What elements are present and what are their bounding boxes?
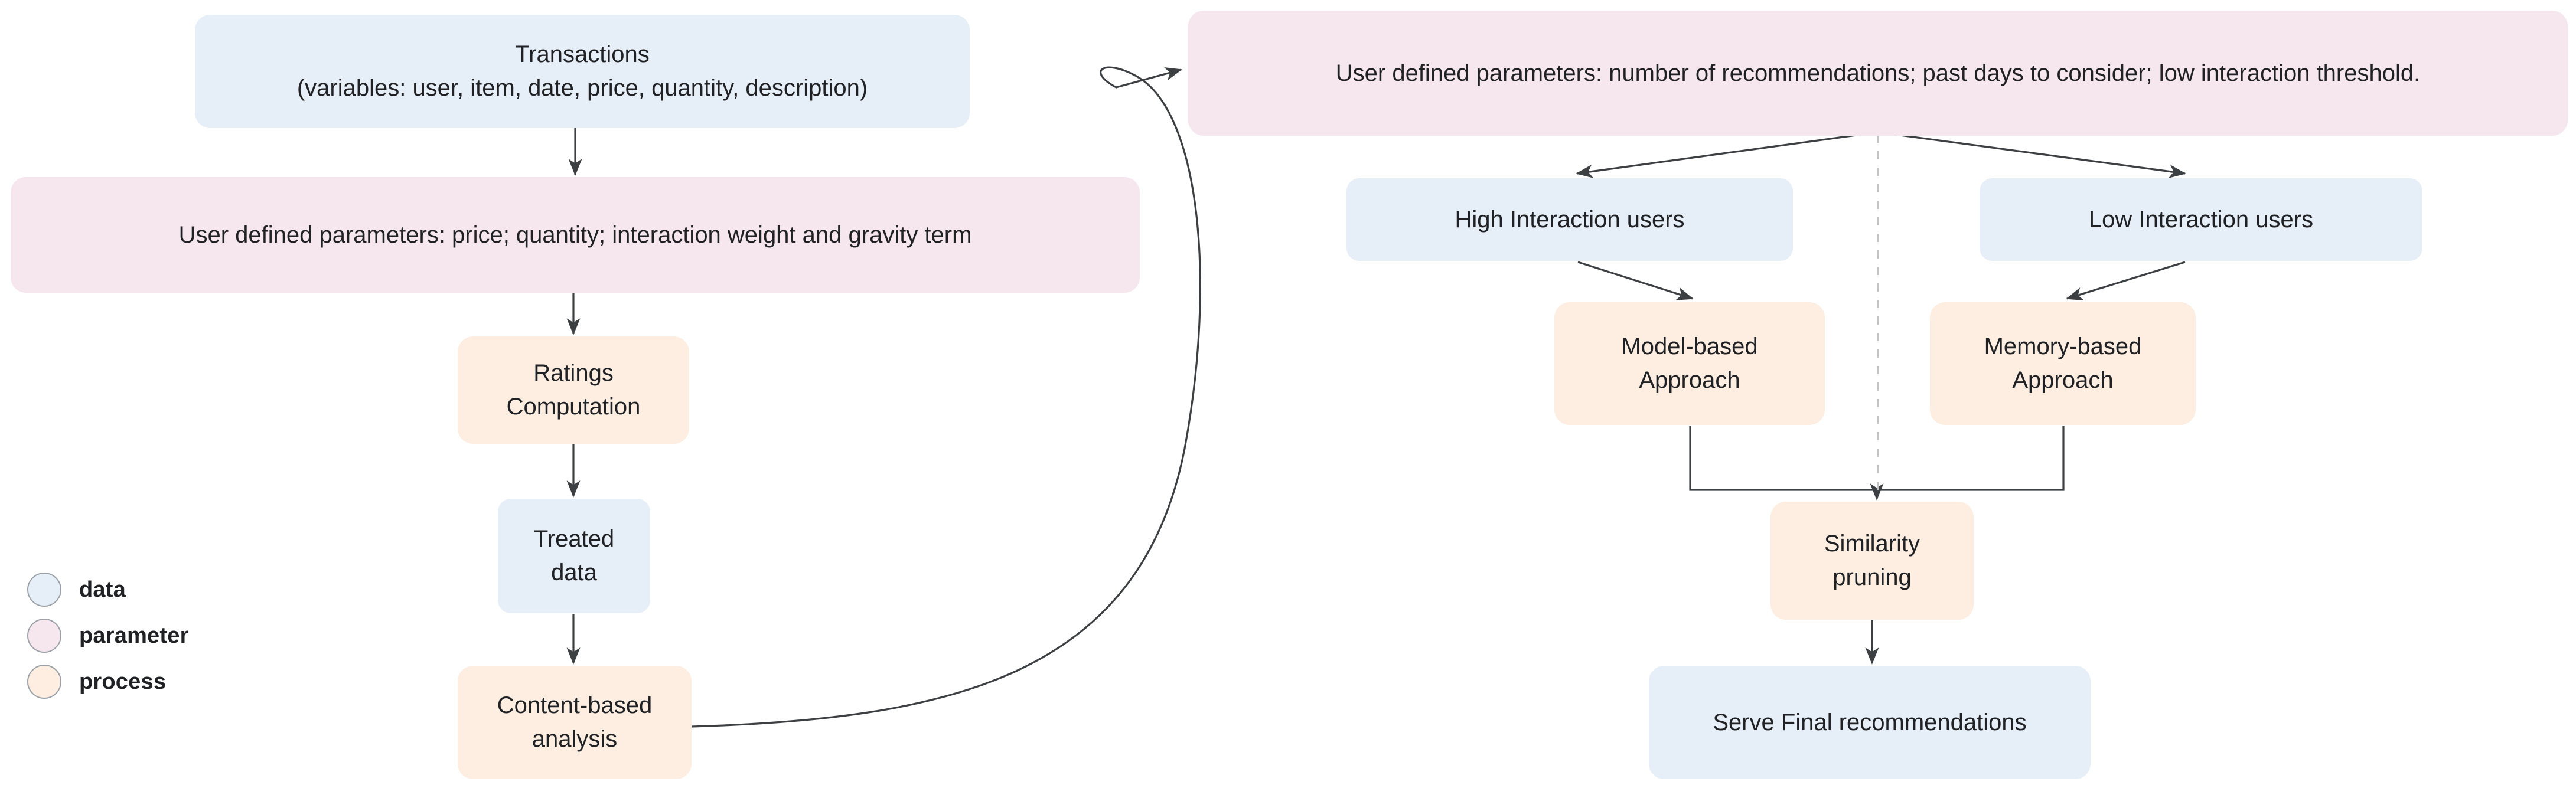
- edge-low-interaction-to-memory-based: [2066, 261, 2186, 301]
- legend: data parameter process: [27, 567, 275, 705]
- node-ratings-computation-label: Ratings Computation: [506, 360, 641, 420]
- legend-swatch-data-icon: [27, 573, 61, 607]
- node-transactions-label: Transactions (variables: user, item, dat…: [296, 41, 868, 101]
- legend-label-parameter: parameter: [79, 623, 189, 648]
- node-low-interaction-users-label: Low Interaction users: [2088, 206, 2314, 233]
- legend-item-process: process: [27, 659, 275, 705]
- node-left-user-parameters[interactable]: User defined parameters: price; quantity…: [11, 177, 1140, 293]
- legend-item-parameter: parameter: [27, 613, 275, 659]
- node-model-based-approach[interactable]: Model-based Approach: [1554, 302, 1825, 425]
- node-content-based-analysis-label: Content-based analysis: [497, 692, 653, 752]
- node-right-user-parameters-label: User defined parameters: number of recom…: [1335, 60, 2421, 86]
- edge-split-to-low-interaction: [1877, 131, 2186, 178]
- edge-split-to-high-interaction: [1576, 131, 1879, 178]
- node-transactions[interactable]: Transactions (variables: user, item, dat…: [195, 15, 970, 128]
- node-right-user-parameters[interactable]: User defined parameters: number of recom…: [1188, 11, 2568, 136]
- edge-content-analysis-to-right-parameters: [691, 66, 1201, 728]
- node-ratings-computation[interactable]: Ratings Computation: [458, 336, 689, 444]
- node-left-user-parameters-label: User defined parameters: price; quantity…: [178, 221, 972, 248]
- node-high-interaction-users-label: High Interaction users: [1455, 206, 1685, 233]
- legend-swatch-process-icon: [27, 665, 61, 699]
- legend-label-data: data: [79, 577, 126, 602]
- legend-item-data: data: [27, 567, 275, 613]
- node-serve-final-recommendations[interactable]: Serve Final recommendations: [1649, 666, 2091, 779]
- node-high-interaction-users[interactable]: High Interaction users: [1346, 178, 1793, 261]
- edge-model-based-merge-bus: [1689, 426, 2065, 491]
- node-memory-based-approach-label: Memory-based Approach: [1984, 333, 2142, 393]
- node-similarity-pruning-label: Similarity pruning: [1824, 531, 1920, 590]
- node-serve-final-recommendations-label: Serve Final recommendations: [1713, 709, 2027, 735]
- node-low-interaction-users[interactable]: Low Interaction users: [1980, 178, 2422, 261]
- node-treated-data-label: Treated data: [533, 526, 615, 586]
- node-content-based-analysis[interactable]: Content-based analysis: [458, 666, 692, 779]
- node-model-based-approach-label: Model-based Approach: [1621, 333, 1758, 393]
- node-memory-based-approach[interactable]: Memory-based Approach: [1930, 302, 2196, 425]
- legend-swatch-parameter-icon: [27, 619, 61, 653]
- node-treated-data[interactable]: Treated data: [498, 499, 650, 613]
- node-similarity-pruning[interactable]: Similarity pruning: [1770, 502, 1974, 620]
- edge-high-interaction-to-model-based: [1577, 261, 1694, 300]
- legend-label-process: process: [79, 669, 167, 694]
